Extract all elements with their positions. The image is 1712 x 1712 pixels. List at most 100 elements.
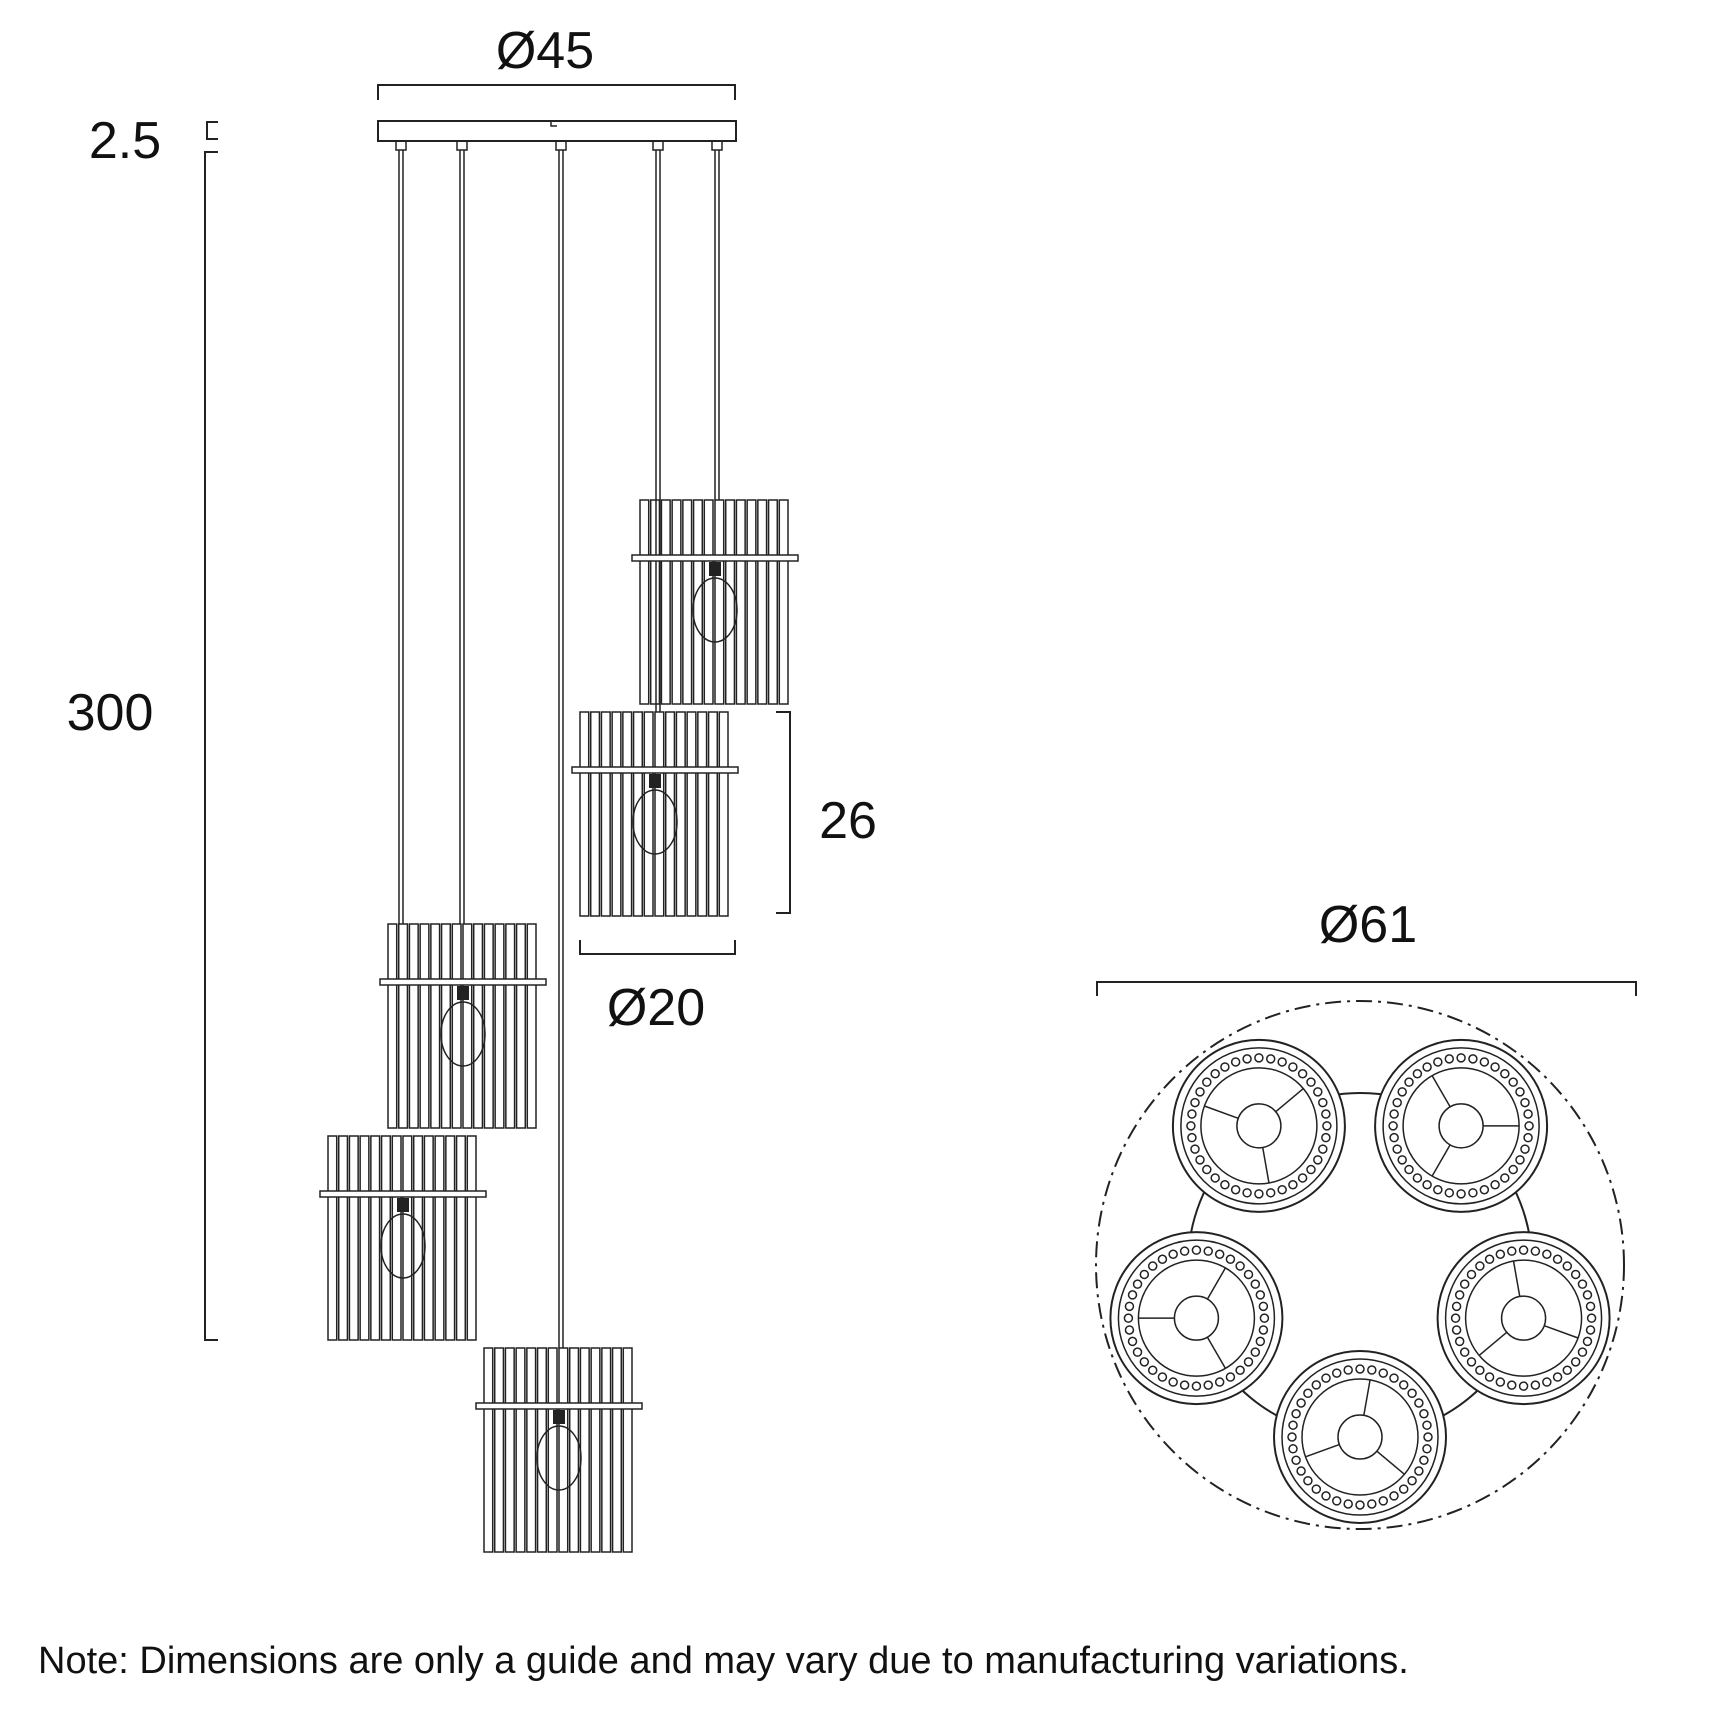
glass-rod xyxy=(611,711,622,917)
glass-rod xyxy=(466,1135,477,1341)
shade-frame-ring xyxy=(631,554,799,562)
rod-dot xyxy=(1577,1347,1588,1357)
spider-arm xyxy=(1275,1087,1304,1113)
rod-dot xyxy=(1479,1057,1490,1067)
rod-dot xyxy=(1412,1069,1423,1079)
shade-outer-ring xyxy=(1109,1231,1284,1406)
rod-dot xyxy=(1139,1269,1150,1280)
rod-dot xyxy=(1451,1301,1462,1312)
rod-dot xyxy=(1277,1057,1287,1067)
rod-dot xyxy=(1433,1057,1443,1067)
rod-dot xyxy=(1243,1269,1254,1280)
rod-dot xyxy=(1389,1109,1399,1119)
rod-dot xyxy=(1203,1246,1213,1256)
rod-dot xyxy=(1414,1466,1424,1476)
rod-dot xyxy=(1389,1491,1399,1501)
rod-dot xyxy=(1250,1279,1261,1289)
glass-rod xyxy=(757,499,768,705)
rod-dot xyxy=(1542,1377,1552,1387)
rod-dot xyxy=(1397,1155,1407,1165)
rod-dot xyxy=(1277,1184,1287,1195)
rod-dot xyxy=(1230,1184,1241,1195)
glass-rod xyxy=(504,1347,515,1553)
lamp-holder xyxy=(553,1410,565,1424)
rod-dot xyxy=(1479,1184,1490,1195)
rod-dot xyxy=(1444,1188,1455,1198)
glass-rod xyxy=(419,923,430,1129)
rod-dot xyxy=(1147,1261,1158,1271)
ceiling-canopy xyxy=(377,120,737,142)
lamp-holder-circle xyxy=(1337,1414,1383,1460)
glass-rod xyxy=(451,923,462,1129)
glass-rod xyxy=(707,711,719,917)
rod-dot xyxy=(1475,1261,1485,1271)
glass-rod xyxy=(622,711,633,917)
rod-dot xyxy=(1419,1408,1429,1419)
rod-dot xyxy=(1454,1290,1465,1300)
drop-height-dimension-line xyxy=(204,151,218,1341)
plan-shade-disc xyxy=(1109,1231,1284,1406)
spider-arm xyxy=(1478,1331,1508,1357)
rod-dot xyxy=(1250,1347,1261,1357)
glass-rod xyxy=(671,499,682,705)
rod-dot xyxy=(1484,1372,1495,1382)
pendant-elevation xyxy=(319,120,799,1553)
spider-arm xyxy=(1543,1324,1579,1339)
bulb-icon xyxy=(536,1425,582,1491)
plan-diameter-dimension-line xyxy=(1096,981,1637,996)
spider-arm xyxy=(1431,1075,1451,1108)
rod-dot xyxy=(1157,1372,1168,1382)
spider-arm xyxy=(1431,1144,1451,1177)
lamp-holder xyxy=(457,986,469,1000)
rod-dot xyxy=(1265,1054,1276,1064)
shade-frame-ring xyxy=(475,1402,643,1410)
glass-rod xyxy=(590,1347,601,1553)
rod-dot xyxy=(1407,1388,1417,1399)
rod-dot xyxy=(1288,1444,1298,1454)
rod-dot xyxy=(1210,1069,1220,1079)
spider-arm xyxy=(1261,1147,1270,1184)
plan-shade-disc xyxy=(1171,1038,1346,1213)
rod-dot xyxy=(1127,1290,1138,1300)
rod-dot xyxy=(1518,1245,1529,1255)
glass-rod xyxy=(380,1135,392,1341)
glass-rod xyxy=(483,923,494,1129)
rod-dot xyxy=(1423,1432,1433,1442)
glass-rod xyxy=(434,1135,445,1341)
glass-rod xyxy=(558,1347,569,1553)
glass-rod xyxy=(611,1347,623,1553)
rod-dot xyxy=(1258,1325,1269,1335)
rod-dot xyxy=(1508,1077,1518,1087)
rod-dot xyxy=(1190,1097,1200,1108)
glass-rod xyxy=(654,711,665,917)
rod-dot xyxy=(1388,1121,1398,1131)
rod-dot xyxy=(1520,1097,1530,1108)
rod-dot xyxy=(1139,1357,1150,1367)
pendant-shades xyxy=(319,499,799,1553)
glass-rod xyxy=(714,499,725,705)
canopy-screw-icon xyxy=(550,121,557,127)
rod-dot xyxy=(1243,1357,1254,1367)
rod-dot xyxy=(1475,1365,1485,1375)
rod-dot xyxy=(1530,1380,1541,1390)
spider-arm xyxy=(1305,1443,1340,1458)
rod-dot xyxy=(1466,1357,1477,1367)
rod-dot xyxy=(1552,1372,1563,1382)
rod-dot xyxy=(1255,1336,1266,1347)
glass-rod xyxy=(440,923,452,1129)
rod-dot xyxy=(1495,1377,1506,1387)
rod-dot xyxy=(1454,1336,1465,1347)
rod-dot xyxy=(1123,1313,1134,1323)
glass-rod xyxy=(387,923,398,1129)
rod-dot xyxy=(1242,1054,1252,1064)
rod-dot xyxy=(1124,1325,1135,1335)
glass-rod xyxy=(370,1135,381,1341)
plan-shade-group xyxy=(1109,1038,1611,1524)
rod-dot xyxy=(1242,1188,1252,1198)
rod-dot xyxy=(1392,1144,1402,1154)
plan-shade-disc xyxy=(1273,1350,1447,1524)
rod-dot xyxy=(1450,1313,1461,1323)
rod-dot xyxy=(1495,1249,1506,1260)
rod-dot xyxy=(1190,1144,1200,1154)
glass-rod xyxy=(664,711,676,917)
